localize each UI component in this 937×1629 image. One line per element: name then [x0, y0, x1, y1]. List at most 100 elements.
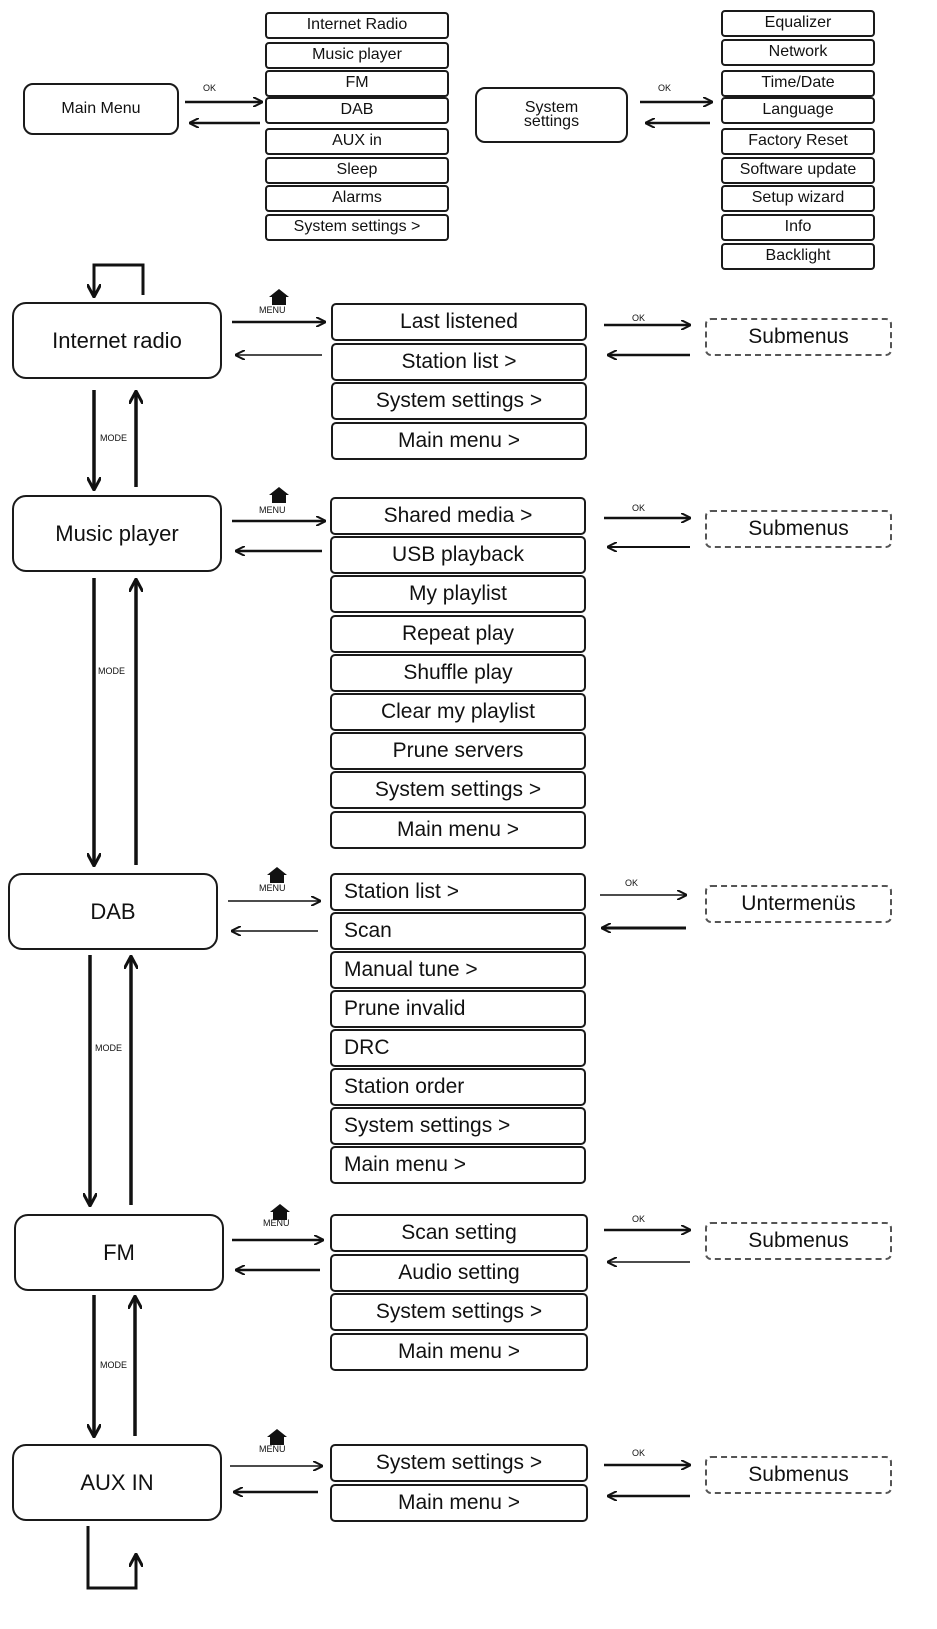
- mode-1-item-0[interactable]: Shared media >: [330, 497, 586, 535]
- mode-3-item-2-label: System settings >: [375, 1299, 543, 1323]
- ok-label: OK: [632, 313, 646, 323]
- mode-2-item-5[interactable]: Station order: [330, 1068, 586, 1106]
- mode-node-4-label: AUX IN: [80, 1469, 154, 1495]
- mode-1-item-5[interactable]: Clear my playlist: [330, 693, 586, 731]
- system-settings-item-1[interactable]: Network: [721, 39, 875, 66]
- main-menu-item-3[interactable]: DAB: [265, 97, 449, 124]
- main-menu-item-4[interactable]: AUX in: [265, 128, 449, 155]
- menu-label: MENU: [263, 1218, 290, 1228]
- mode-3-item-0-label: Scan setting: [401, 1220, 517, 1244]
- submenu-box-3[interactable]: Submenus: [705, 1222, 892, 1260]
- ok-label-system: OK: [658, 83, 672, 93]
- mode-node-3[interactable]: FM: [14, 1214, 224, 1291]
- main-menu-item-5[interactable]: Sleep: [265, 157, 449, 184]
- system-settings-item-4-label: Factory Reset: [748, 132, 848, 150]
- system-settings-item-0[interactable]: Equalizer: [721, 10, 875, 37]
- mode-2-item-0[interactable]: Station list >: [330, 873, 586, 911]
- system-settings-item-5-label: Software update: [739, 161, 857, 179]
- mode-0-item-0[interactable]: Last listened: [331, 303, 587, 341]
- mode-1-item-3-label: Repeat play: [401, 621, 515, 645]
- home-icon: [268, 486, 290, 504]
- home-icon: [266, 866, 288, 884]
- main-menu-item-6[interactable]: Alarms: [265, 185, 449, 212]
- mode-label-4: MODE: [100, 1360, 127, 1370]
- mode-2-item-1[interactable]: Scan: [330, 912, 586, 950]
- mode-0-item-1[interactable]: Station list >: [331, 343, 587, 381]
- system-settings-item-3[interactable]: Language: [721, 97, 875, 124]
- submenu-box-1[interactable]: Submenus: [705, 510, 892, 548]
- mode-0-item-3-label: Main menu >: [398, 428, 520, 452]
- mode-4-item-1[interactable]: Main menu >: [330, 1484, 588, 1522]
- main-menu-title: Main Menu: [61, 99, 141, 117]
- system-settings-item-2[interactable]: Time/Date: [721, 70, 875, 97]
- submenu-box-4[interactable]: Submenus: [705, 1456, 892, 1494]
- mode-2-item-7-label: Main menu >: [344, 1152, 466, 1176]
- system-settings-item-5[interactable]: Software update: [721, 157, 875, 184]
- mode-2-item-3[interactable]: Prune invalid: [330, 990, 586, 1028]
- system-settings-item-6-label: Setup wizard: [751, 189, 845, 207]
- mode-2-item-4[interactable]: DRC: [330, 1029, 586, 1067]
- mode-1-item-7[interactable]: System settings >: [330, 771, 586, 809]
- mode-1-item-6[interactable]: Prune servers: [330, 732, 586, 770]
- mode-node-0[interactable]: Internet radio: [12, 302, 222, 379]
- submenu-box-0[interactable]: Submenus: [705, 318, 892, 356]
- mode-2-item-6[interactable]: System settings >: [330, 1107, 586, 1145]
- mode-1-item-8[interactable]: Main menu >: [330, 811, 586, 849]
- mode-1-item-2[interactable]: My playlist: [330, 575, 586, 613]
- home-icon: [269, 1203, 291, 1221]
- mode-0-item-2[interactable]: System settings >: [331, 382, 587, 420]
- mode-2-item-4-label: DRC: [344, 1035, 390, 1059]
- mode-1-item-3[interactable]: Repeat play: [330, 615, 586, 653]
- mode-2-item-5-label: Station order: [344, 1074, 465, 1098]
- mode-2-item-0-label: Station list >: [344, 879, 459, 903]
- mode-1-item-0-label: Shared media >: [383, 503, 533, 527]
- mode-4-item-0[interactable]: System settings >: [330, 1444, 588, 1482]
- main-menu-item-1[interactable]: Music player: [265, 42, 449, 69]
- mode-4-item-1-label: Main menu >: [398, 1490, 520, 1514]
- system-settings-item-7[interactable]: Info: [721, 214, 875, 241]
- mode-2-item-7[interactable]: Main menu >: [330, 1146, 586, 1184]
- menu-label: MENU: [259, 1444, 286, 1454]
- mode-2-item-1-label: Scan: [344, 918, 392, 942]
- main-menu-item-7[interactable]: System settings >: [265, 214, 449, 241]
- mode-node-1[interactable]: Music player: [12, 495, 222, 572]
- mode-node-2-label: DAB: [90, 898, 136, 924]
- main-menu-item-0[interactable]: Internet Radio: [265, 12, 449, 39]
- main-menu-item-2-label: FM: [345, 74, 369, 92]
- mode-1-item-2-label: My playlist: [408, 581, 508, 605]
- system-settings-item-6[interactable]: Setup wizard: [721, 185, 875, 212]
- mode-3-item-1[interactable]: Audio setting: [330, 1254, 588, 1292]
- system-settings-item-8[interactable]: Backlight: [721, 243, 875, 270]
- mode-label-2: MODE: [98, 666, 125, 676]
- submenu-box-4-label: Submenus: [748, 1462, 849, 1486]
- ok-label: OK: [632, 1448, 646, 1458]
- loop-bottom-arrow: [86, 1526, 136, 1590]
- mode-node-2[interactable]: DAB: [8, 873, 218, 950]
- mode-3-item-3[interactable]: Main menu >: [330, 1333, 588, 1371]
- system-settings-title: System settings: [523, 98, 580, 130]
- main-menu-item-2[interactable]: FM: [265, 70, 449, 97]
- mode-3-item-0[interactable]: Scan setting: [330, 1214, 588, 1252]
- mode-2-item-2-label: Manual tune >: [344, 957, 478, 981]
- mode-node-1-label: Music player: [55, 520, 179, 546]
- mode-3-item-2[interactable]: System settings >: [330, 1293, 588, 1331]
- mode-node-3-label: FM: [103, 1239, 135, 1265]
- mode-3-item-1-label: Audio setting: [398, 1260, 520, 1284]
- main-menu-item-4-label: AUX in: [332, 132, 382, 150]
- submenu-box-2[interactable]: Untermenüs: [705, 885, 892, 923]
- main-menu-item-7-label: System settings >: [293, 218, 421, 236]
- mode-1-item-4[interactable]: Shuffle play: [330, 654, 586, 692]
- mode-label-3: MODE: [95, 1043, 122, 1053]
- menu-label: MENU: [259, 505, 286, 515]
- system-settings-item-2-label: Time/Date: [761, 74, 835, 92]
- mode-node-4[interactable]: AUX IN: [12, 1444, 222, 1521]
- submenu-box-1-label: Submenus: [748, 516, 849, 540]
- submenu-box-2-label: Untermenüs: [741, 891, 856, 915]
- mode-1-item-8-label: Main menu >: [397, 817, 519, 841]
- system-settings-item-4[interactable]: Factory Reset: [721, 128, 875, 155]
- system-settings-item-0-label: Equalizer: [764, 14, 832, 32]
- mode-2-item-2[interactable]: Manual tune >: [330, 951, 586, 989]
- mode-1-item-1[interactable]: USB playback: [330, 536, 586, 574]
- mode-0-item-3[interactable]: Main menu >: [331, 422, 587, 460]
